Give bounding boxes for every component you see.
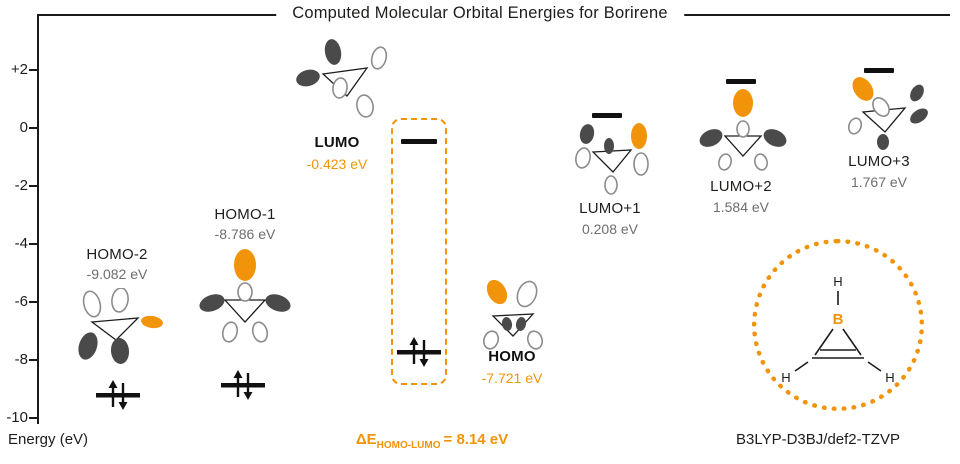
homo-lumo-gap-label: ΔEHOMO-LUMO= 8.14 eV — [322, 431, 542, 451]
homo-1-label: HOMO-1 — [214, 206, 276, 223]
axis-tick — [29, 127, 38, 129]
lumo-plus1-orbital-icon — [575, 123, 649, 195]
homo-2-energy: -9.082 eV — [86, 266, 148, 282]
boron-label: B — [833, 311, 844, 328]
energy-axis-line — [37, 14, 39, 424]
homo-energy: -7.721 eV — [481, 370, 543, 386]
axis-tick — [29, 243, 38, 245]
homo-label: HOMO — [488, 348, 536, 365]
energy-axis-label: Energy (eV) — [8, 431, 89, 448]
gap-value: = 8.14 eV — [443, 431, 509, 448]
lumo-plus2-energy: 1.584 eV — [712, 199, 770, 215]
lumo-plus3-energy: 1.767 eV — [850, 174, 908, 190]
lumo-plus1-label: LUMO+1 — [579, 200, 641, 217]
lumo-plus3-label: LUMO+3 — [848, 153, 910, 170]
hydrogen-right-label: H — [885, 370, 894, 385]
axis-tick — [29, 417, 38, 419]
axis-tick — [29, 301, 38, 303]
lumo-plus1-energy: 0.208 eV — [581, 221, 639, 237]
lumo-plus3-orbital-icon — [847, 77, 928, 150]
lumo-plus2-orbital-icon — [699, 89, 787, 171]
axis-tick-label: -4 — [14, 235, 28, 252]
lumo-plus2-level-bar — [726, 79, 756, 84]
borirene-structure-icon: H B H H — [781, 274, 894, 385]
homo-1-electron-pair-icon — [221, 370, 265, 400]
axis-tick-label: -10 — [6, 409, 28, 426]
lumo-energy: -0.423 eV — [306, 156, 368, 172]
axis-tick-label: -2 — [14, 177, 28, 194]
lumo-plus2-label: LUMO+2 — [710, 178, 772, 195]
axis-tick — [29, 185, 38, 187]
axis-tick — [29, 359, 38, 361]
homo-2-label: HOMO-2 — [86, 246, 148, 263]
hydrogen-top-label: H — [833, 274, 842, 289]
lumo-level-bar — [401, 139, 437, 144]
lumo-plus1-level-bar — [592, 113, 622, 118]
borirene-structure-circle — [752, 239, 924, 411]
gap-delta-e: ΔE — [355, 431, 377, 448]
lumo-plus3-level-bar — [864, 68, 894, 73]
homo-1-energy: -8.786 eV — [214, 226, 276, 242]
axis-tick-label: -8 — [14, 351, 28, 368]
hydrogen-left-label: H — [781, 370, 790, 385]
homo-lumo-gap-box — [391, 118, 447, 385]
gap-subscript: HOMO-LUMO — [376, 440, 441, 451]
lumo-orbital-icon — [296, 39, 388, 118]
homo-2-orbital-icon — [78, 288, 163, 364]
axis-tick-label: -6 — [14, 293, 28, 310]
axis-tick-label: 0 — [19, 119, 28, 136]
lumo-label: LUMO — [314, 134, 360, 151]
homo-1-orbital-icon — [199, 249, 291, 343]
homo-2-electron-pair-icon — [96, 380, 140, 410]
axis-tick-label: +2 — [10, 61, 28, 78]
axis-tick — [29, 69, 38, 71]
homo-orbital-icon — [482, 279, 544, 350]
method-label: B3LYP-D3BJ/def2-TZVP — [736, 431, 900, 448]
homo-electron-pair-icon — [397, 337, 441, 367]
chart-title: Computed Molecular Orbital Energies for … — [276, 4, 684, 23]
